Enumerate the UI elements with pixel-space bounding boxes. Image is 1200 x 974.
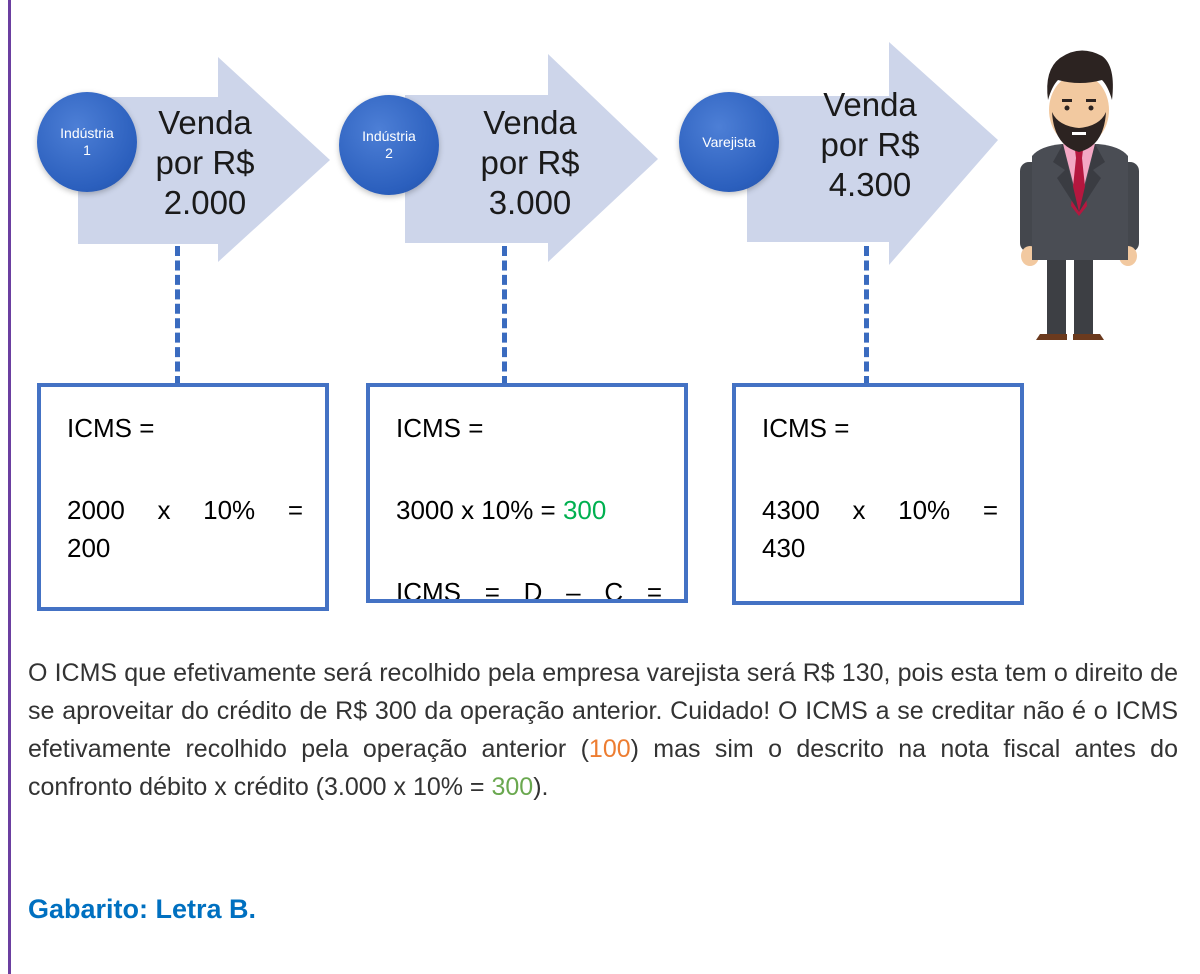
icms-title: ICMS = <box>762 413 850 443</box>
icms-calculation: 2000 x 10% = <box>67 495 303 525</box>
flow-diagram <box>78 42 998 265</box>
connector-3 <box>864 246 869 386</box>
explanation-text-3: ). <box>533 773 549 801</box>
node-label: Indústria <box>60 125 114 141</box>
explanation-text-2: ) mas sim o descrito na nota fiscal ante… <box>28 735 1178 801</box>
explanation-text-1: O ICMS que efetivamente será recolhido p… <box>28 659 1178 763</box>
sale-by: por R$ <box>480 144 580 181</box>
node-retailer: Varejista <box>679 92 779 192</box>
connector-1 <box>175 246 180 386</box>
sale-word: Venda <box>483 104 577 141</box>
icms-result: 300 <box>562 495 607 525</box>
left-margin-rule <box>8 0 11 974</box>
sale-label-1: Venda por R$ 2.000 <box>130 103 280 223</box>
explanation-paragraph: O ICMS que efetivamente será recolhido p… <box>28 654 1178 806</box>
icms-calculation: 3000 x 10% = <box>396 495 563 525</box>
icms-box-3: ICMS = 4300 x 10% = 430 <box>732 383 1024 605</box>
icms-title: ICMS = <box>67 413 155 443</box>
sale-label-3: Venda por R$ 4.300 <box>795 85 945 205</box>
consumer-person-icon <box>1020 50 1139 340</box>
sale-arrow-3 <box>747 42 998 265</box>
sale-amount: 3.000 <box>488 184 572 221</box>
sale-label-2: Venda por R$ 3.000 <box>455 103 605 223</box>
sale-arrow-2 <box>405 54 658 262</box>
node-number: 2 <box>385 145 393 161</box>
highlight-credit: 300 <box>491 773 534 801</box>
node-number: 1 <box>83 142 91 158</box>
icms-box-1: ICMS = 2000 x 10% = 200 <box>37 383 329 611</box>
sale-by: por R$ <box>155 144 255 181</box>
node-label: Varejista <box>702 133 756 150</box>
highlight-collected: 100 <box>588 735 631 763</box>
icms-result: 430 <box>762 533 806 563</box>
node-industry-1: Indústria 1 <box>37 92 137 192</box>
icms-debit-credit: ICMS = D – C = <box>396 577 662 603</box>
sale-amount: 4.300 <box>828 166 912 203</box>
icms-title: ICMS = <box>396 413 484 443</box>
node-label: Indústria <box>362 128 416 144</box>
icms-calculation: 4300 x 10% = <box>762 495 998 525</box>
sale-word: Venda <box>823 86 917 123</box>
sale-arrow-1 <box>78 57 330 262</box>
icms-box-2: ICMS = 3000 x 10% = 300 ICMS = D – C = <box>366 383 688 603</box>
sale-by: por R$ <box>820 126 920 163</box>
answer-key: Gabarito: Letra B. <box>28 894 257 924</box>
connector-2 <box>502 246 507 386</box>
sale-amount: 2.000 <box>163 184 247 221</box>
icms-calculation-row: 3000 x 10% = 300 <box>396 493 662 527</box>
node-industry-2: Indústria 2 <box>339 95 439 195</box>
icms-result: 200 <box>67 533 111 563</box>
sale-word: Venda <box>158 104 252 141</box>
